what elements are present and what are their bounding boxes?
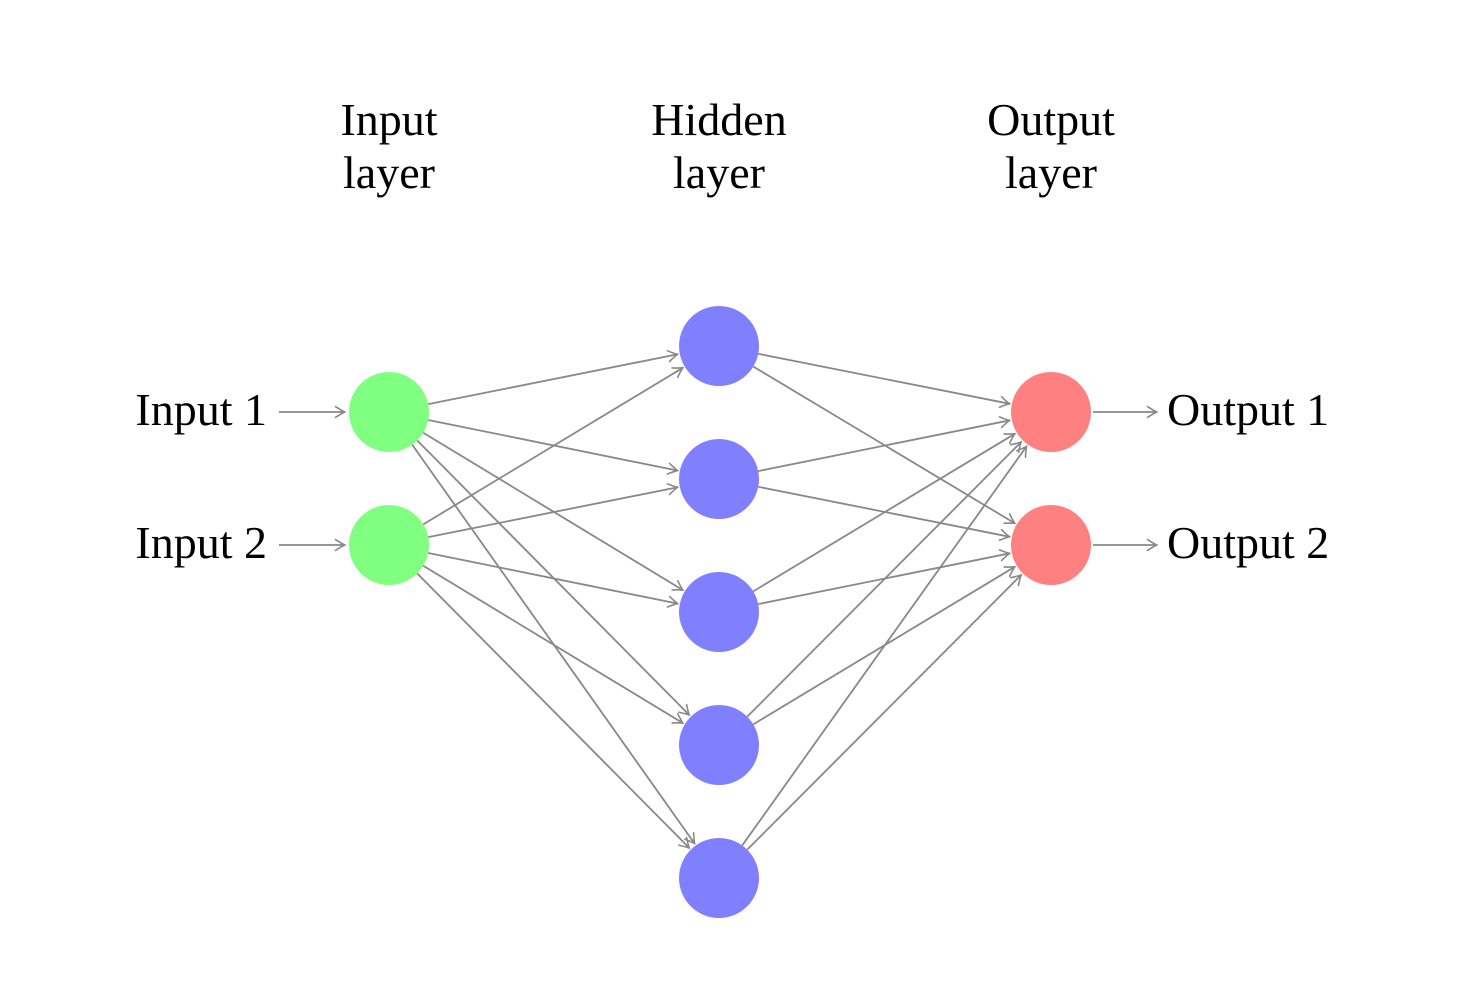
edge-input-2-hidden-2 <box>428 483 680 539</box>
edge-input-2-hidden-1 <box>422 366 685 526</box>
output-2-label: Output 2 <box>1167 517 1330 569</box>
edge-hidden-5-output-1 <box>741 444 1028 846</box>
input-node-1 <box>349 372 429 452</box>
edge-input-2-hidden-4 <box>422 564 685 725</box>
edge-hidden-1-output-1 <box>758 352 1012 409</box>
edge-input-1-hidden-1 <box>428 350 680 406</box>
input-layer-title: Input layer <box>340 94 438 198</box>
input-node-2 <box>349 505 429 585</box>
hidden-node-4 <box>679 705 759 785</box>
hidden-node-2 <box>679 439 759 519</box>
edge-input-2-hidden-5 <box>416 572 691 850</box>
output-node-2 <box>1011 505 1091 585</box>
hidden-layer-title: Hidden layer <box>651 94 787 198</box>
edge-hidden-3-output-1 <box>752 432 1017 593</box>
input-2-label: Input 2 <box>135 517 267 569</box>
output-node-1 <box>1011 372 1091 452</box>
output-layer-title: Output layer <box>987 94 1115 198</box>
edge-input-2-hidden-3 <box>428 552 680 608</box>
edge-hidden-5-output-2 <box>746 573 1023 851</box>
output-1-label: Output 1 <box>1167 384 1330 436</box>
hidden-node-5 <box>679 838 759 918</box>
edge-hidden-2-output-1 <box>758 416 1012 472</box>
hidden-node-1 <box>679 306 759 386</box>
hidden-node-3 <box>679 572 759 652</box>
input-1-label: Input 1 <box>135 384 267 436</box>
edge-hidden-4-output-1 <box>746 440 1023 718</box>
